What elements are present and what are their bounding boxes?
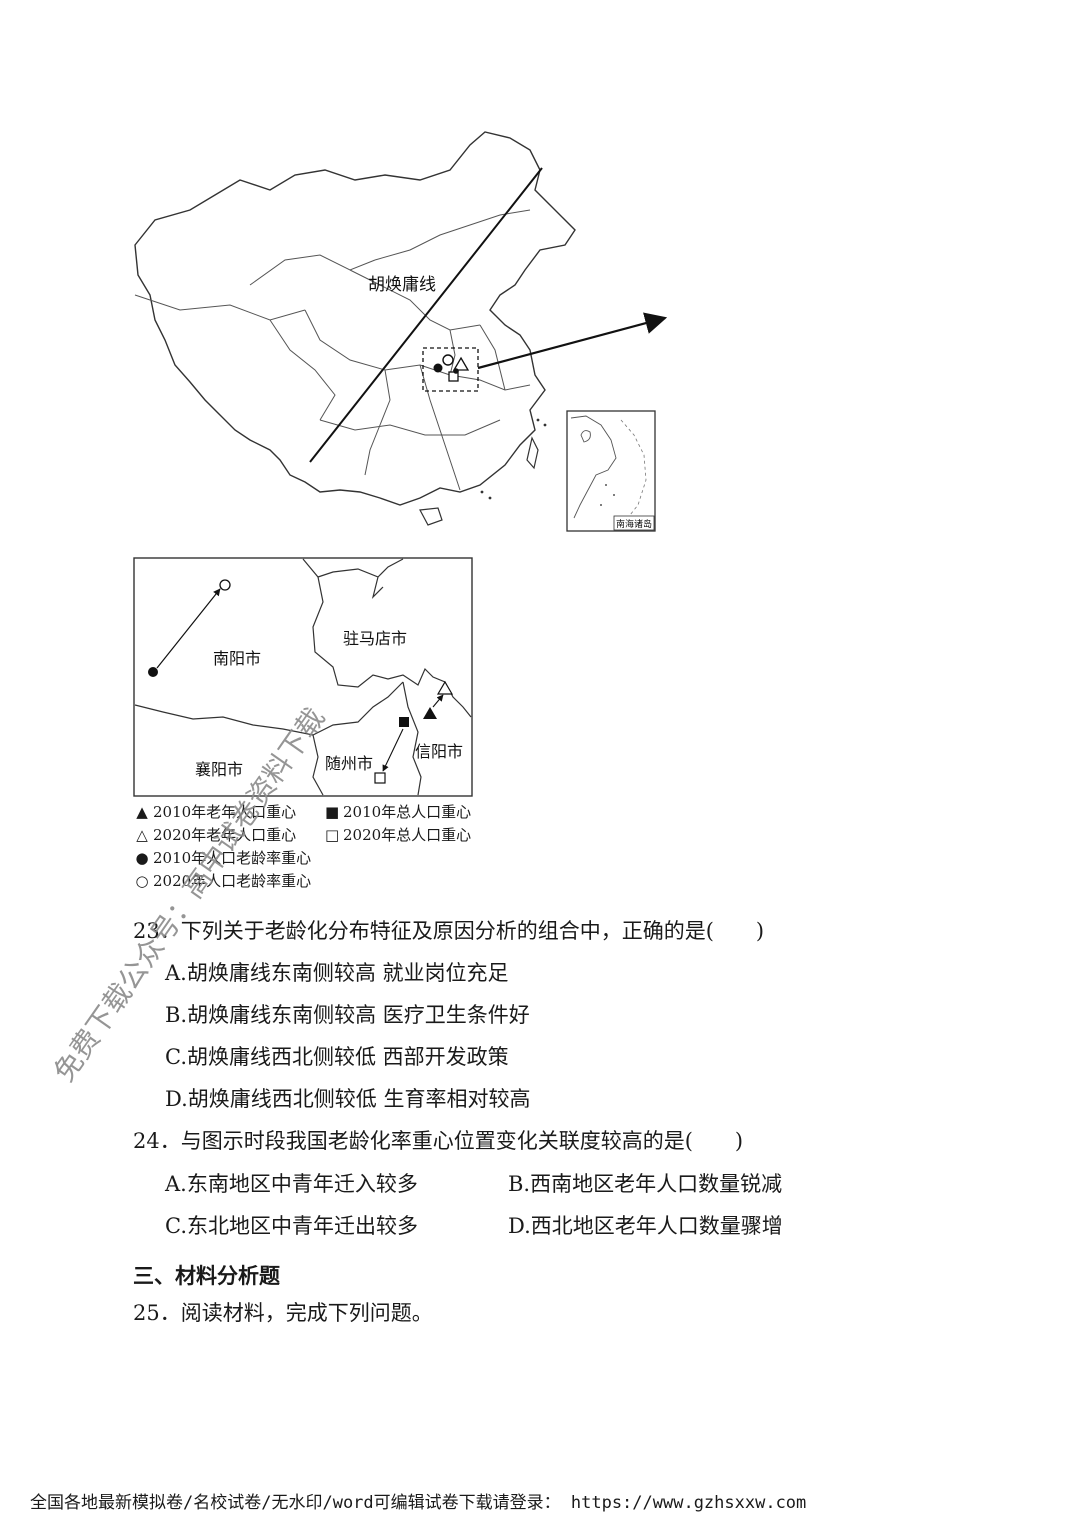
legend-text: 2010年人口老龄率重心 — [153, 849, 312, 867]
legend-item: △ 2020年老年人口重心 — [135, 824, 296, 845]
legend-text: 2020年老年人口重心 — [153, 826, 297, 844]
marker-2010-aging-rate — [433, 363, 443, 373]
footer-text: 全国各地最新模拟卷/名校试卷/无水印/word可编辑试卷下载请登录： https… — [30, 1493, 807, 1513]
taiwan-island — [526, 436, 539, 470]
south-china-sea-inset: 南海诸岛 — [566, 410, 656, 532]
detail-2020-aging-rate — [219, 579, 231, 591]
q23-option-c: C.胡焕庸线西北侧较低 西部开发政策 — [165, 1045, 509, 1069]
q24-option-b: B.西南地区老年人口数量锐减 — [508, 1172, 783, 1196]
legend-text: 2020年人口老龄率重心 — [153, 872, 312, 890]
china-outline — [134, 131, 576, 506]
label-suizhou: 随州市 — [325, 754, 373, 773]
hollow-circle-icon: ○ — [135, 871, 149, 890]
section-heading: 三、材料分析题 — [133, 1264, 280, 1288]
legend-text: 2010年总人口重心 — [343, 803, 472, 821]
q23-option-d: D.胡焕庸线西北侧较低 生育率相对较高 — [165, 1087, 531, 1111]
q24-option-a: A.东南地区中青年迁入较多 — [165, 1172, 418, 1196]
legend-item: ■ 2010年总人口重心 — [325, 801, 471, 822]
q24-option-d: D.西北地区老年人口数量骤增 — [508, 1214, 783, 1238]
hollow-square-icon: □ — [325, 825, 340, 844]
legend-item: □ 2020年总人口重心 — [325, 824, 471, 845]
label-nanyang: 南阳市 — [213, 649, 261, 668]
marker-2020-elderly — [452, 356, 470, 371]
q23-option-a: A.胡焕庸线东南侧较高 就业岗位充足 — [165, 961, 509, 985]
hainan-island — [419, 507, 443, 526]
detail-map: 南阳市 驻马店市 信阳市 襄阳市 随州市 — [133, 557, 473, 797]
label-xiangyang: 襄阳市 — [195, 760, 243, 779]
filled-square-icon: ■ — [325, 802, 340, 821]
detail-2010-aging-rate — [148, 667, 158, 677]
hu-huanyong-line — [309, 167, 543, 463]
legend-item: ▲ 2010年老年人口重心 — [135, 801, 296, 822]
q23-option-b: B.胡焕庸线东南侧较高 医疗卫生条件好 — [165, 1003, 530, 1027]
filled-circle-icon: ● — [135, 848, 149, 867]
detail-2010-elderly — [423, 707, 437, 719]
question-23-stem: 23．下列关于老龄化分布特征及原因分析的组合中，正确的是( ) — [133, 919, 765, 943]
legend-item: ● 2010年人口老龄率重心 — [135, 847, 311, 868]
hollow-triangle-icon: △ — [136, 825, 148, 844]
label-xinyang: 信阳市 — [415, 742, 463, 761]
detail-2010-total — [399, 717, 409, 727]
filled-triangle-icon: ▲ — [136, 802, 148, 821]
hu-line-label: 胡焕庸线 — [368, 275, 436, 295]
question-24-stem: 24．与图示时段我国老龄化率重心位置变化关联度较高的是( ) — [133, 1129, 744, 1153]
detail-2020-elderly — [436, 680, 454, 695]
legend-item: ○ 2020年人口老龄率重心 — [135, 870, 311, 891]
marker-2020-aging-rate — [442, 354, 454, 366]
detail-2020-total — [374, 772, 386, 784]
china-map: 胡焕庸线 — [134, 131, 668, 526]
q24-option-c: C.东北地区中青年迁出较多 — [165, 1214, 418, 1238]
legend-text: 2010年老年人口重心 — [153, 803, 297, 821]
legend-text: 2020年总人口重心 — [343, 826, 472, 844]
inset-label: 南海诸岛 — [616, 518, 652, 530]
pointer-arrow — [477, 312, 668, 370]
question-25-stem: 25．阅读材料，完成下列问题。 — [133, 1301, 433, 1325]
label-zhumadian: 驻马店市 — [343, 629, 407, 648]
